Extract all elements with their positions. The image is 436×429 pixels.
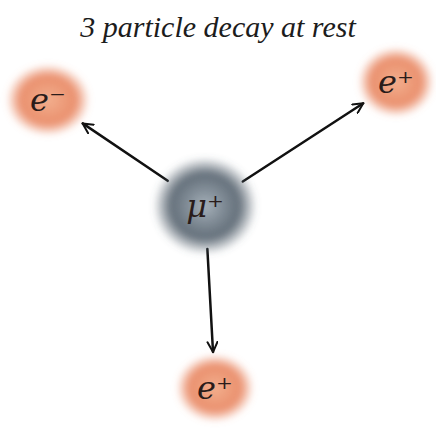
blob-fill xyxy=(176,354,254,422)
momentum-arrow xyxy=(207,249,213,352)
title: 3 particle decay at rest xyxy=(0,10,436,44)
momentum-arrow xyxy=(83,123,168,180)
momentum-arrow xyxy=(243,103,363,181)
electron-blob: e⁻ xyxy=(6,64,90,136)
positron-blob: e⁺ xyxy=(358,47,434,117)
particle-label: μ⁺ xyxy=(186,190,224,222)
particle-label: e⁺ xyxy=(197,372,233,404)
positron-blob: e⁺ xyxy=(176,354,254,422)
particle-label: e⁻ xyxy=(30,84,66,116)
blob-fill xyxy=(153,157,257,255)
muon-blob: μ⁺ xyxy=(153,157,257,255)
particle-label: e⁺ xyxy=(378,66,414,98)
blob-fill xyxy=(6,64,90,136)
blob-fill xyxy=(358,47,434,117)
